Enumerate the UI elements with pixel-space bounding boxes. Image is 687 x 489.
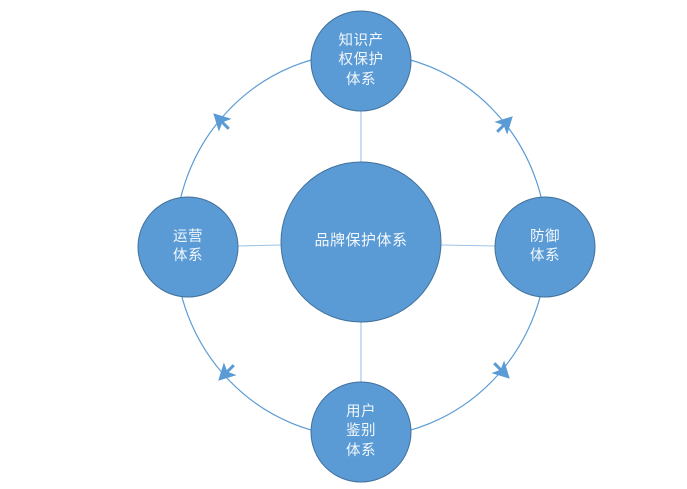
satellite-circles-group (137, 10, 596, 483)
node-circle-hub[interactable] (280, 161, 442, 323)
node-circle-operations[interactable] (137, 196, 239, 298)
node-circle-user-identification[interactable] (310, 381, 412, 483)
arrow-top-right-icon (494, 116, 513, 135)
connector-hub-right (440, 244, 496, 247)
connector-group (237, 111, 496, 382)
arrow-bottom-right-icon (491, 360, 510, 379)
arrow-bottom-left-icon (218, 362, 237, 381)
node-circle-ip-protection[interactable] (310, 10, 412, 112)
ring-arrow-group (213, 113, 513, 381)
node-circle-defense[interactable] (494, 196, 596, 298)
connector-hub-left (237, 244, 282, 247)
arrow-top-left-icon (213, 113, 232, 132)
